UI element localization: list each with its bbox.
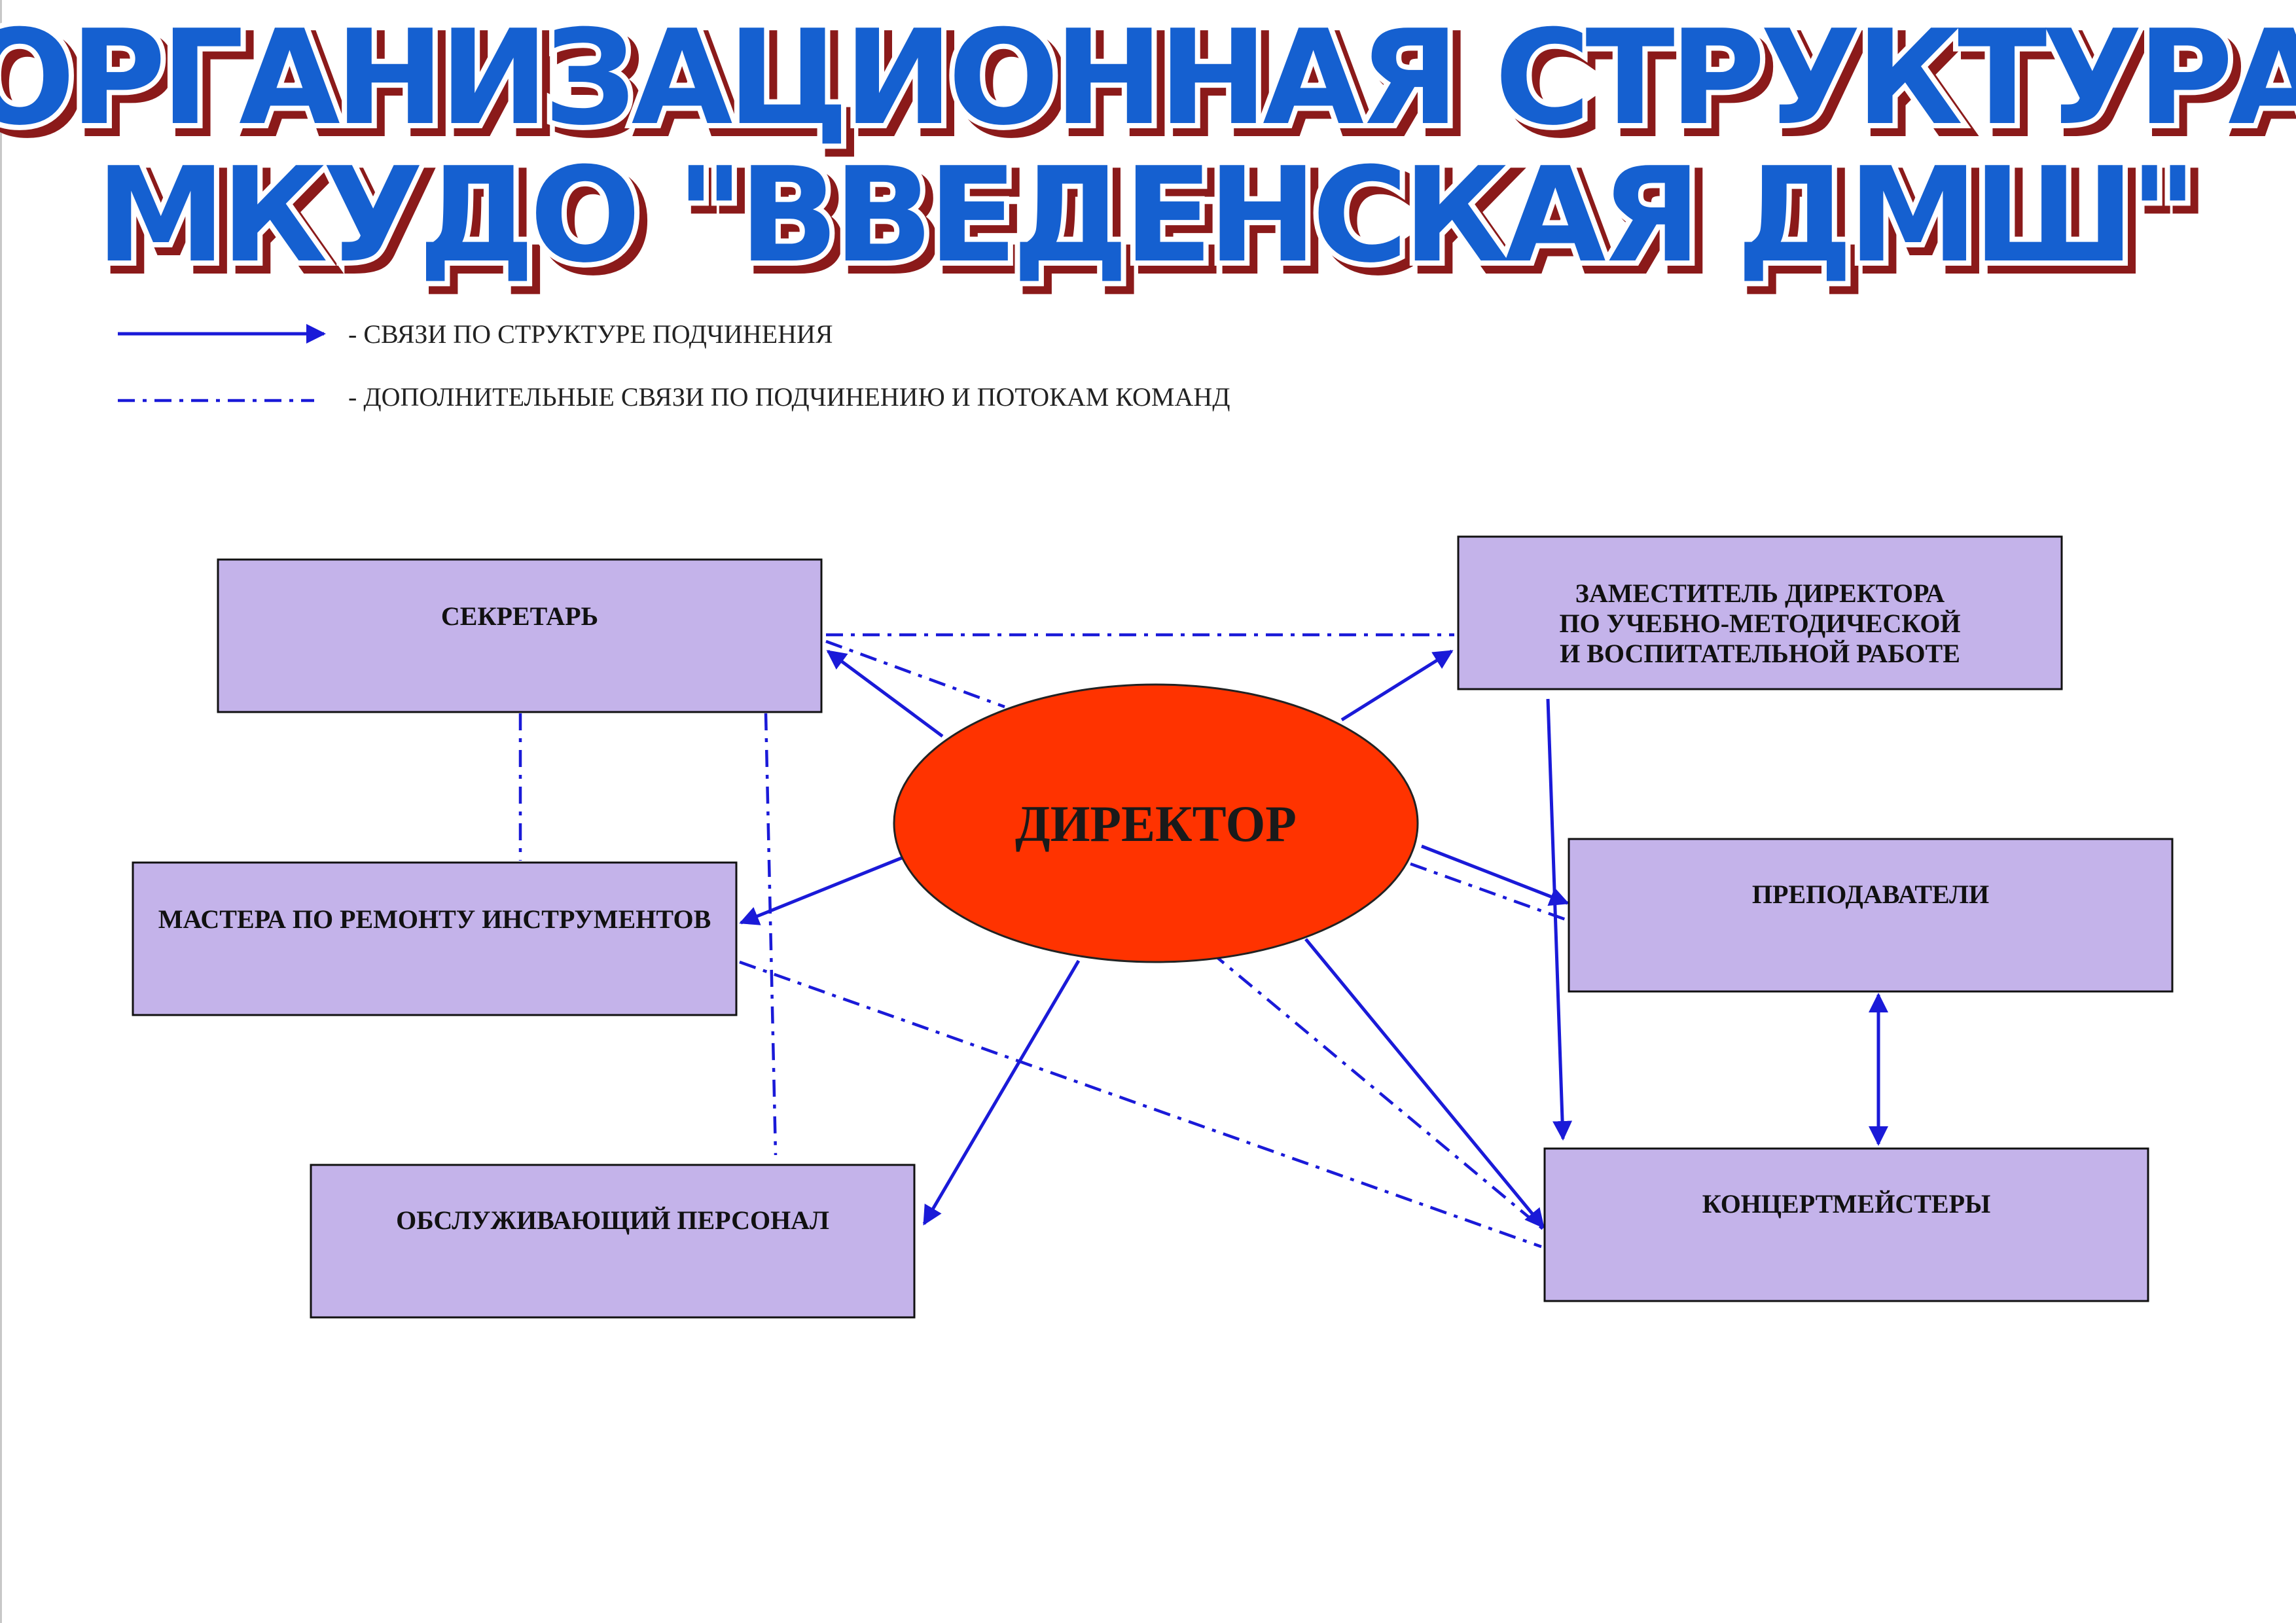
deputy-label-line-1: ЗАМЕСТИТЕЛЬ ДИРЕКТОРА <box>1575 579 1945 608</box>
node-accompanists: КОНЦЕРТМЕЙСТЕРЫ <box>1543 1147 2149 1302</box>
legend: - СВЯЗИ ПО СТРУКТУРЕ ПОДЧИНЕНИЯ - ДОПОЛН… <box>118 319 1230 412</box>
arrow-director-accompanists <box>1304 938 1545 1229</box>
teachers-label: ПРЕПОДАВАТЕЛИ <box>1752 880 1989 909</box>
deputy-box <box>1457 535 2063 690</box>
title-line-1-shadow: ОРГАНИЗАЦИОННАЯ СТРУКТУРА <box>0 10 2296 162</box>
masters-label: МАСТЕРА ПО РЕМОНТУ ИНСТРУМЕНТОВ <box>158 904 711 934</box>
secretary-label: СЕКРЕТАРЬ <box>441 601 598 631</box>
arrow-director-secretary <box>826 649 944 738</box>
arrow-deputy-accompanists <box>1546 698 1573 1141</box>
masters-box <box>132 861 738 1016</box>
dashed-masters-accompanists <box>739 960 1542 1249</box>
deputy-label-line-2: ПО УЧЕБНО-МЕТОДИЧЕСКОЙ <box>1559 609 1960 638</box>
director-label: ДИРЕКТОР <box>1015 795 1297 852</box>
dashed-secretary-staff <box>764 713 778 1156</box>
dashed-director-accompanists <box>1210 951 1546 1232</box>
dashed-director-teachers <box>1410 862 1566 921</box>
staff-label: ОБСЛУЖИВАЮЩИЙ ПЕРСОНАЛ <box>396 1205 829 1235</box>
title-line-2-shadow: МКУДО "ВВЕДЕНСКАЯ ДМШ" <box>103 147 2200 300</box>
node-masters: МАСТЕРА ПО РЕМОНТУ ИНСТРУМЕНТОВ <box>132 861 738 1016</box>
accompanists-label: КОНЦЕРТМЕЙСТЕРЫ <box>1702 1189 1991 1219</box>
arrow-director-deputy <box>1340 649 1454 722</box>
secretary-box <box>217 558 823 713</box>
node-deputy: ЗАМЕСТИТЕЛЬ ДИРЕКТОРА ПО УЧЕБНО-МЕТОДИЧЕ… <box>1457 535 2063 690</box>
node-secretary: СЕКРЕТАРЬ <box>217 558 823 713</box>
title-line-2: МКУДО "ВВЕДЕНСКАЯ ДМШ" <box>96 139 2192 292</box>
arrow-director-masters <box>739 855 904 925</box>
page-edge <box>0 0 2 1623</box>
title-line-1: ОРГАНИЗАЦИОННАЯ СТРУКТУРА <box>0 2 2296 154</box>
node-staff: ОБСЛУЖИВАЮЩИЙ ПЕРСОНАЛ <box>310 1164 916 1319</box>
arrow-director-staff <box>922 959 1081 1226</box>
staff-box <box>310 1164 916 1319</box>
legend-solid-label: - СВЯЗИ ПО СТРУКТУРЕ ПОДЧИНЕНИЯ <box>348 319 833 349</box>
page-title: ОРГАНИЗАЦИОННАЯ СТРУКТУРА ОРГАНИЗАЦИОННА… <box>0 0 2296 305</box>
solid-connectors <box>739 649 1888 1229</box>
accompanists-box <box>1543 1147 2149 1302</box>
dashed-connectors <box>518 633 1566 1249</box>
legend-dashed-label: - ДОПОЛНИТЕЛЬНЫЕ СВЯЗИ ПО ПОДЧИНЕНИЮ И П… <box>348 382 1230 412</box>
node-director: ДИРЕКТОР <box>893 683 1419 963</box>
arrow-director-teachers <box>1421 844 1570 906</box>
node-teachers: ПРЕПОДАВАТЕЛИ <box>1568 838 2174 993</box>
director-ellipse <box>893 683 1419 963</box>
teachers-box <box>1568 838 2174 993</box>
deputy-label-line-3: И ВОСПИТАТЕЛЬНОЙ РАБОТЕ <box>1560 639 1960 668</box>
dashed-secretary-director <box>825 639 1005 709</box>
